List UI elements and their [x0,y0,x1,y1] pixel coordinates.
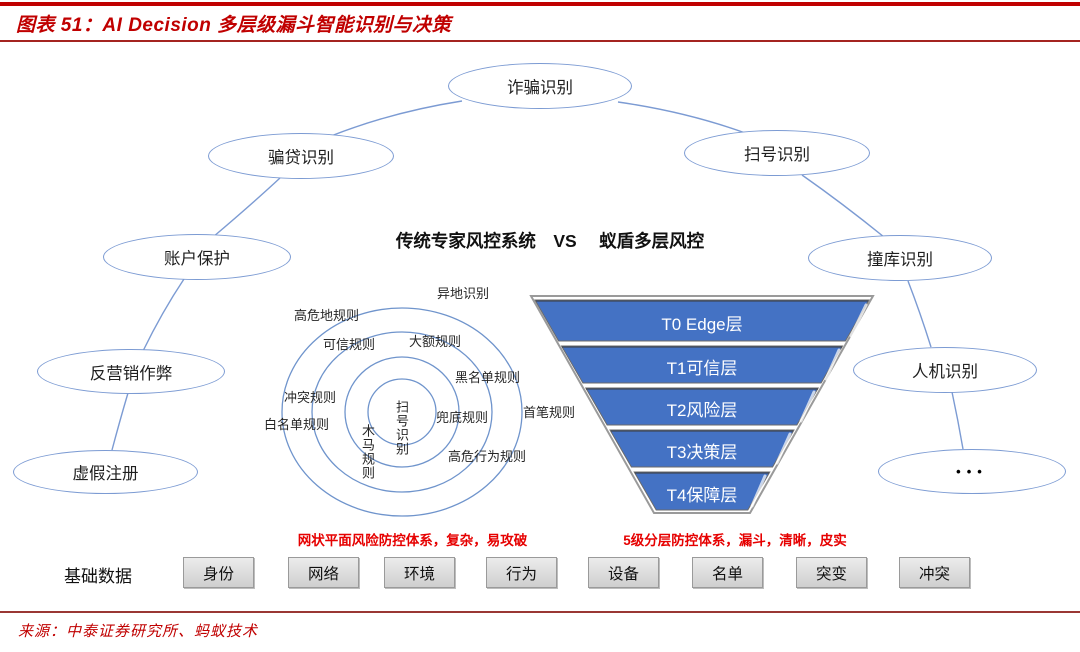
connector-humanmachine-more [951,391,964,450]
connector-fraud-loanfraud [330,100,463,137]
node-more-ellipsis: ••• [878,449,1066,494]
node-account-scan-recognition: 扫号识别 [684,130,870,176]
funnel-top-edges [536,300,868,474]
connector-accountprotect-antimarketing [142,278,185,352]
funnel-layer-t0-shape [534,299,870,342]
annotation-layered-system: 5级分层防控体系，漏斗，清晰，皮实 [623,533,847,548]
rule-label-trusted: 可信规则 [323,337,376,352]
funnel-gloss-highlights [750,303,868,508]
connector-credstuffing-humanmachine [907,280,932,348]
rule-label-remote-login: 异地识别 [437,286,490,301]
rule-label-conflict: 冲突规则 [284,390,337,405]
funnel-outline-backing [529,295,875,514]
base-data-box-behavior: 行为 [486,557,557,588]
rule-label-blacklist: 黑名单规则 [455,370,521,385]
rule-label-first-transaction: 首笔规则 [523,405,576,420]
funnel-layer-t2-label: T2风险层 [666,401,738,420]
node-fake-registration: 虚假注册 [13,450,198,494]
node-account-protection: 账户保护 [103,234,291,280]
connector-fraud-scanid [617,101,749,135]
funnel-layer-t3-shape [609,429,795,468]
figure-title: 图表 51：AI Decision 多层级漏斗智能识别与决策 [16,15,452,36]
funnel-layer-t3-label: T3决策层 [666,443,738,462]
footer-rule [0,611,1080,613]
rule-label-large-amount: 大额规则 [409,334,462,349]
funnel-shape [529,295,875,514]
node-anti-marketing-abuse: 反营销作弊 [37,349,225,394]
node-credential-stuffing-recognition: 撞库识别 [808,235,992,281]
rule-label-high-risk-behavior: 高危行为规则 [448,449,527,464]
comparison-heading: 传统专家风控系统 VS 蚁盾多层风控 [395,231,705,251]
funnel-layer-t1-shape [560,345,844,384]
connector-antimarketing-fakereg [111,392,129,451]
rule-label-trojan: 木马规则 [360,424,375,480]
node-fraud-recognition: 诈骗识别 [448,63,632,109]
base-data-label: 基础数据 [64,567,132,586]
base-data-box-network: 网络 [288,557,359,588]
base-data-box-identity: 身份 [183,557,254,588]
funnel-layer-t2-shape [584,387,820,426]
rule-label-high-risk-area: 高危地规则 [294,308,360,323]
radar-circle-3 [311,331,493,493]
radar-circle-2 [344,356,460,468]
funnel-layer-t4-label: T4保障层 [666,486,738,505]
connector-curves [111,100,964,451]
rule-label-fallback: 兜底规则 [436,410,489,425]
source-text: 来源：中泰证券研究所、蚂蚁技术 [18,624,259,640]
header-bottom-rule [0,40,1080,42]
funnel-layer-t4-shape [633,471,771,511]
radar-circle-inner [367,378,437,446]
base-data-box-mutation: 突变 [796,557,867,588]
radar-circle-outer [281,307,523,517]
funnel-layer-t0-label: T0 Edge层 [661,315,743,334]
annotation-mesh-system: 网状平面风险防控体系，复杂，易攻破 [297,533,528,548]
connector-loanfraud-accountprotect [212,177,281,238]
base-data-box-conflict: 冲突 [899,557,970,588]
rule-label-whitelist: 白名单规则 [264,417,330,432]
node-human-machine-recognition: 人机识别 [853,347,1037,393]
rule-label-scan-center: 扫号识别 [394,400,409,456]
base-data-box-device: 设备 [588,557,659,588]
base-data-box-list: 名单 [692,557,763,588]
header-top-rule [0,2,1080,6]
node-loan-fraud-recognition: 骗贷识别 [208,133,394,179]
funnel-layer-t1-label: T1可信层 [666,359,738,378]
connector-scanid-credstuffing [801,174,885,238]
base-data-box-environment: 环境 [384,557,455,588]
radar-circles [281,307,523,517]
